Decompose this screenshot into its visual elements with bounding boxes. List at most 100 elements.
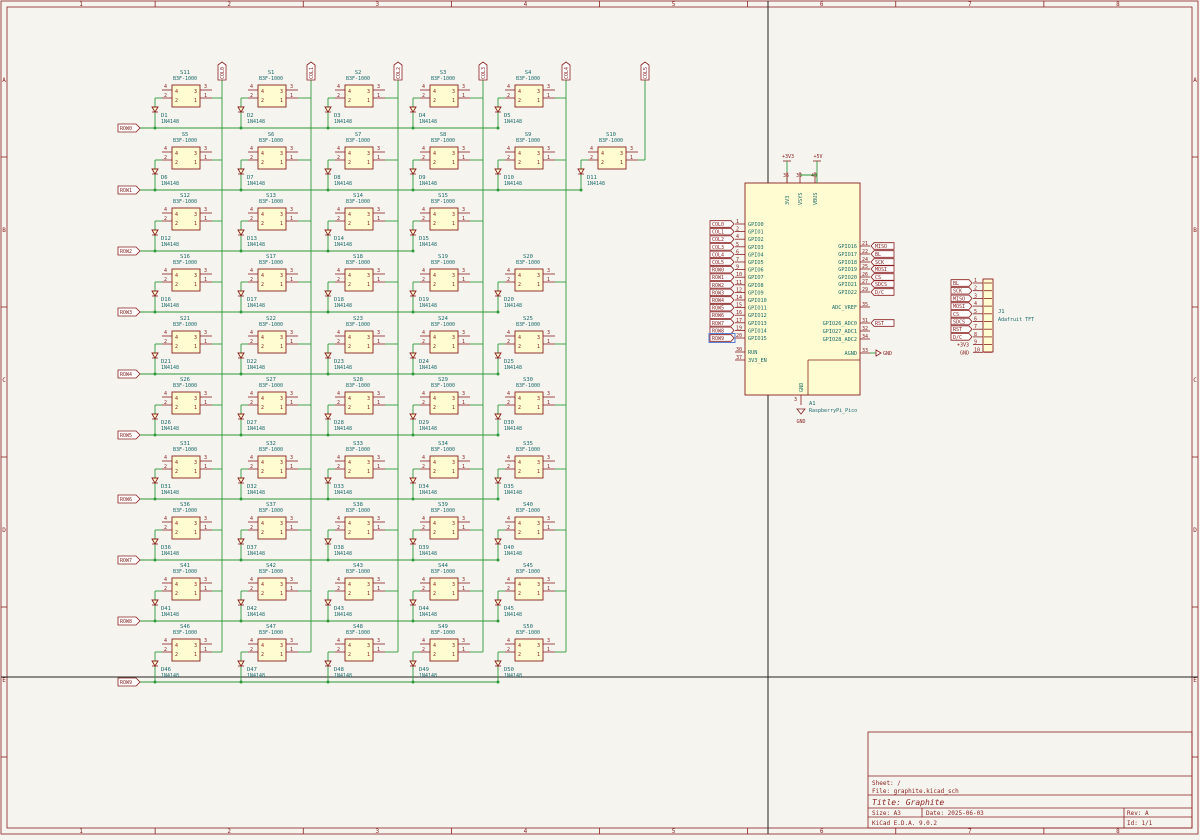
net-label-dc[interactable]: D/C <box>950 333 973 341</box>
net-label-col5[interactable]: COL5 <box>709 258 735 266</box>
row-flag-row0[interactable]: ROW0 <box>117 123 141 133</box>
col-flag-col5[interactable]: COL5 <box>640 61 650 81</box>
net-label-col2[interactable]: COL2 <box>709 235 735 243</box>
net-label-rst[interactable]: RST <box>870 319 895 327</box>
net-label-row8[interactable]: ROW8 <box>709 326 735 334</box>
net-label-row1[interactable]: ROW1 <box>709 273 735 281</box>
net-label-sdcs[interactable]: SDCS <box>870 280 895 288</box>
col-flag-col3[interactable]: COL3 <box>478 61 488 81</box>
net-label-row2[interactable]: ROW2 <box>709 281 735 289</box>
row-flag-row1[interactable]: ROW1 <box>117 185 141 195</box>
net-label-mosi[interactable]: MOSI <box>870 265 895 273</box>
net-label-cs[interactable]: CS <box>950 310 973 318</box>
col-flag-col0[interactable]: COL0 <box>217 61 227 81</box>
net-label-rst[interactable]: RST <box>950 325 973 333</box>
col-flag-col1[interactable]: COL1 <box>306 61 316 81</box>
net-label-row6[interactable]: ROW6 <box>709 311 735 319</box>
row-flag-row2[interactable]: ROW2 <box>117 246 141 256</box>
net-label-col1[interactable]: COL1 <box>709 227 735 236</box>
net-label-mosi[interactable]: MOSI <box>950 302 973 310</box>
net-label-sck[interactable]: SCK <box>950 287 973 295</box>
col-flag-col4[interactable]: COL4 <box>561 61 571 81</box>
row-flag-row5[interactable]: ROW5 <box>117 430 141 440</box>
net-label-row5[interactable]: ROW5 <box>709 303 735 312</box>
net-label-row7[interactable]: ROW7 <box>709 319 735 327</box>
net-label-miso[interactable]: MISO <box>870 242 895 250</box>
net-label-row3[interactable]: ROW3 <box>709 288 735 296</box>
net-label-col4[interactable]: COL4 <box>709 250 735 258</box>
net-label-miso[interactable]: MISO <box>950 294 973 302</box>
net-label-row4[interactable]: ROW4 <box>709 296 735 304</box>
net-label-bl[interactable]: BL <box>870 250 895 258</box>
row-flag-row6[interactable]: ROW6 <box>117 494 141 504</box>
net-label-sck[interactable]: SCK <box>870 258 895 266</box>
